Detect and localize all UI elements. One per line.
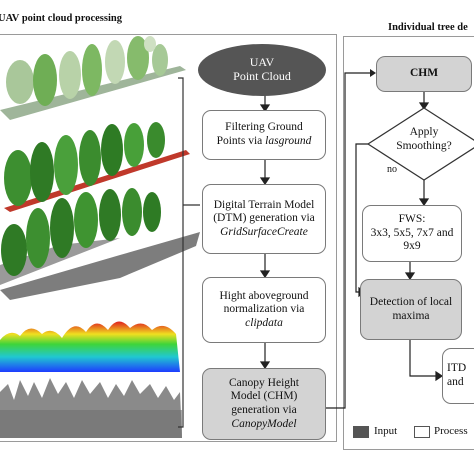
legend-process-swatch (414, 426, 430, 438)
itd-line1: ITD (447, 362, 467, 375)
filtering-line2: Points via (216, 135, 266, 147)
legend-input-label: Input (374, 425, 398, 437)
chm-gen-line3: generation via (231, 404, 297, 416)
dtm-image (0, 188, 200, 300)
normalization-tool: clipdata (245, 316, 283, 329)
detection-line1: Detection of local (369, 295, 453, 308)
filtering-tool: lasground (265, 135, 312, 147)
chm-gen-line2: Model (CHM) (230, 390, 298, 403)
chm-gen-line1: Canopy Height (229, 376, 299, 389)
fws-line3: 9x9 (403, 240, 421, 253)
dtm-line1: Digital Terrain Model (213, 198, 315, 211)
detection-line2: maxima (392, 309, 430, 322)
no-branch-label: no (387, 164, 397, 175)
uav-point-cloud-line2: Point Cloud (233, 69, 291, 83)
chm-image (0, 378, 182, 438)
normalization-line1: Hight aboveground (219, 289, 309, 302)
dtm-tool: GridSurfaceCreate (220, 225, 308, 238)
uav-point-cloud-line1: UAV (249, 55, 275, 70)
chm-gen-tool: CanopyModel (231, 417, 297, 430)
normalization-line2: normalization via (223, 303, 305, 316)
right-panel-title: Individual tree de (388, 22, 468, 33)
filtering-line1: Filtering Ground (225, 121, 303, 134)
dtm-line2: (DTM) generation via (213, 212, 315, 225)
dtm-generation-box: Digital Terrain Model(DTM) generation vi… (202, 184, 326, 254)
legend-input-swatch (353, 426, 369, 438)
decision-line2: Smoothing? (396, 139, 452, 152)
decision-line1: Apply (409, 126, 439, 138)
legend-process-label: Process (434, 425, 468, 437)
fws-line2: 3x3, 5x5, 7x7 and (370, 226, 454, 239)
chm-box: CHM (376, 56, 472, 92)
itd-line2: and (447, 376, 464, 388)
fws-line1: FWS: (398, 213, 426, 226)
raw-point-cloud-image (0, 36, 186, 120)
left-panel-title: UAV point cloud processing (0, 13, 122, 24)
normalized-height-image (0, 321, 180, 372)
ground-filtered-image (4, 122, 190, 212)
